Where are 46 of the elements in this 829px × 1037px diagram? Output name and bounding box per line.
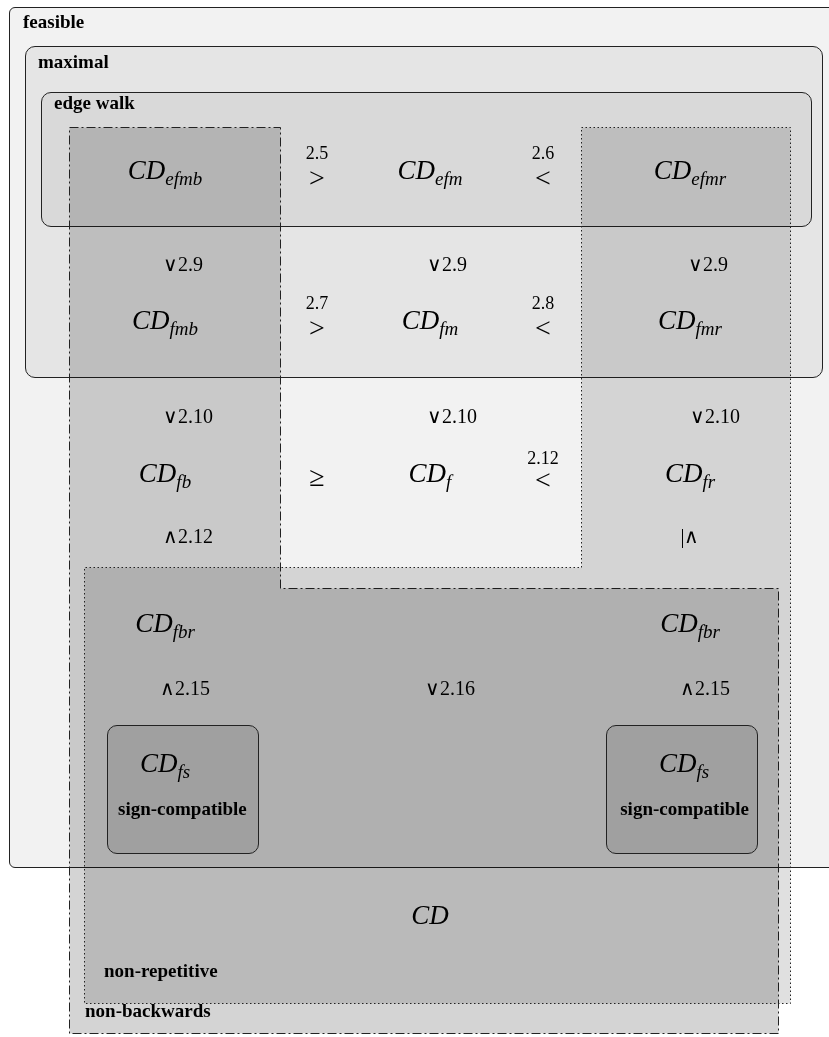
relation-symbol: < — [535, 314, 551, 342]
set-symbol: CD$_{fbr}$ — [660, 609, 720, 641]
relation-number: 2.5 — [305, 144, 329, 162]
set-symbol: CD$_{fm}$ — [401, 306, 459, 338]
set-region — [41, 92, 812, 227]
region-label: non-backwards — [85, 1001, 211, 1021]
set-symbol: CD$_{fmb}$ — [132, 306, 198, 338]
region-label: sign-compatible — [619, 799, 749, 818]
relation-number: 2.7 — [305, 294, 329, 312]
relation-number: 2.8 — [531, 294, 555, 312]
region-label: feasible — [23, 12, 85, 32]
relation-symbol: ∧2.15 — [160, 678, 210, 698]
relation-symbol: ∧2.12 — [163, 526, 213, 546]
set-region — [25, 46, 823, 378]
relation-symbol: ∨2.9 — [688, 254, 728, 274]
relation-symbol: ≥ — [309, 463, 325, 491]
region-label: non-repetitive — [104, 961, 218, 981]
set-symbol: CD$_{fs}$ — [659, 748, 710, 783]
set-region — [9, 7, 829, 868]
relation-symbol: ∨2.10 — [427, 406, 477, 426]
relation-number: 2.12 — [527, 449, 559, 467]
region-label: maximal — [38, 52, 109, 72]
relation-symbol: ∨2.10 — [163, 406, 213, 426]
relation-symbol: ∧2.15 — [680, 678, 730, 698]
set-symbol: CD$_{fb}$ — [138, 459, 192, 491]
set-symbol: CD$_{fs}$ — [140, 748, 191, 783]
set-symbol: CD$_{efmr}$ — [653, 156, 727, 188]
relation-symbol: ∨2.10 — [690, 406, 740, 426]
set-symbol: CD$_{efmb}$ — [127, 156, 203, 188]
set-symbol: CD$_{fbr}$ — [135, 609, 195, 641]
relation-symbol: < — [535, 466, 551, 494]
relation-number: 2.6 — [531, 144, 555, 162]
set-symbol: CD — [411, 901, 449, 929]
relation-symbol: > — [309, 164, 325, 192]
set-symbol: CD$_{fr}$ — [664, 459, 716, 491]
set-symbol: CD$_{efm}$ — [397, 156, 463, 188]
set-symbol: CD$_{f}$ — [408, 459, 452, 491]
set-symbol: CD$_{fmr}$ — [658, 306, 722, 338]
relation-symbol: > — [309, 314, 325, 342]
relation-symbol: ∨2.16 — [425, 678, 475, 698]
relation-symbol: |∧ — [680, 526, 700, 546]
relation-symbol: ∨2.9 — [163, 254, 203, 274]
relation-symbol: ∨2.9 — [427, 254, 467, 274]
relation-symbol: < — [535, 164, 551, 192]
region-label: sign-compatible — [118, 799, 248, 818]
region-label: edge walk — [54, 93, 135, 113]
